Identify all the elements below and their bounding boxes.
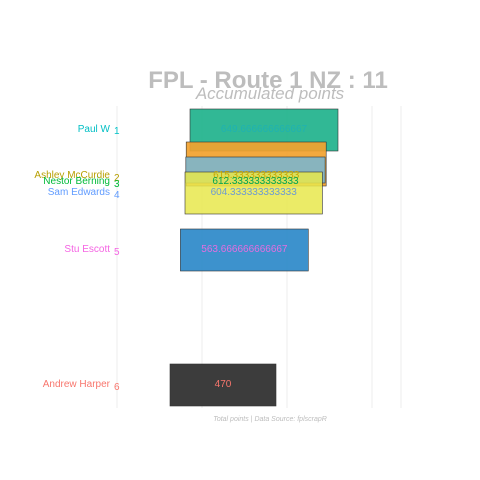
value-label-3: 612.333333333333: [212, 176, 299, 187]
rank-label-2: 2: [114, 173, 120, 184]
chart-caption: Total points | Data Source: fplscrapR: [213, 416, 327, 423]
bar-5: [180, 228, 309, 272]
chart-title: FPL - Route 1 NZ : 11: [148, 67, 388, 94]
rank-label-4: 4: [114, 190, 120, 201]
value-label-6: 470: [215, 379, 232, 390]
value-label-4: 604.333333333333: [211, 187, 298, 198]
bar-4: [184, 171, 323, 215]
name-label-4: Sam Edwards: [48, 187, 110, 198]
bars: [169, 108, 339, 407]
name-label-6: Andrew Harper: [43, 379, 111, 390]
rank-label-6: 6: [114, 382, 120, 393]
value-label-5: 563.666666666667: [201, 244, 288, 255]
rank-label-1: 1: [114, 126, 120, 137]
rank-label-3: 3: [114, 179, 120, 190]
chart-subtitle: Accumulated points: [195, 84, 345, 103]
name-label-1: Paul W: [78, 124, 111, 135]
rank-label-5: 5: [114, 247, 120, 258]
bar-6: [169, 363, 277, 407]
name-label-3: Nestor Berning: [43, 176, 110, 187]
value-label-1: 649.666666666667: [221, 124, 308, 135]
name-label-5: Stu Escott: [64, 244, 110, 255]
value-label-2: 615.333333333333: [213, 170, 300, 181]
name-label-2: Ashley McCurdie: [34, 170, 110, 181]
